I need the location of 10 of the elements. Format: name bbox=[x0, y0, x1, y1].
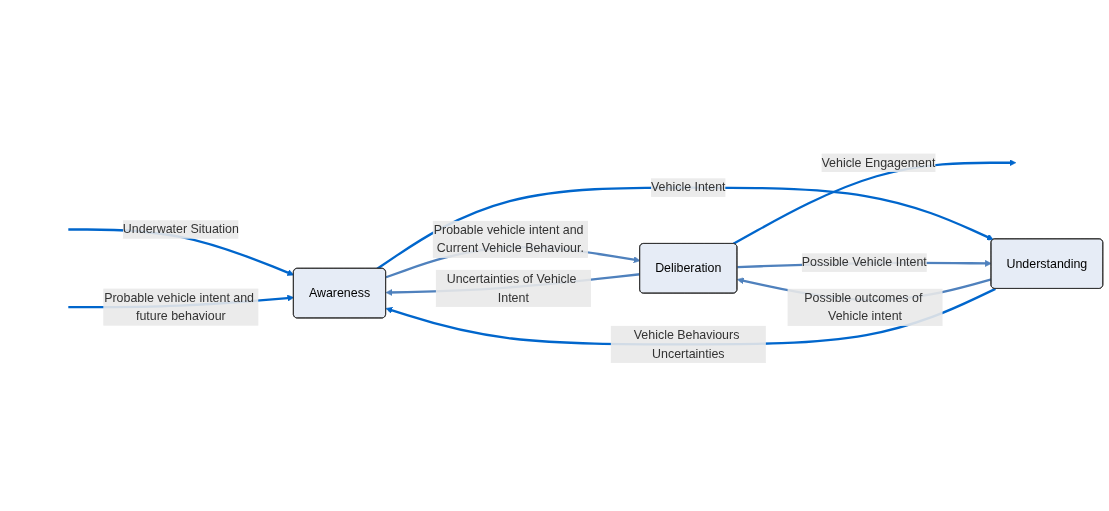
edge-label: Underwater Situation bbox=[122, 222, 239, 237]
edge-label: Uncertainties of Vehicle Intent bbox=[446, 272, 577, 305]
edge-label: Vehicle Engagement bbox=[821, 156, 936, 170]
edge-label: Vehicle Intent bbox=[651, 180, 726, 195]
edge-label: Possible Vehicle Intent bbox=[801, 255, 927, 270]
edge-label: Possible outcomes of Vehicle intent bbox=[804, 291, 923, 324]
edge-label: Probable vehicle intent and future behaviour bbox=[104, 291, 255, 324]
edge-label: Vehicle Behaviours Uncertainties bbox=[633, 328, 740, 361]
arrow bbox=[385, 288, 996, 346]
edge-label: Probable vehicle intent and Current Vehicle Behaviour. bbox=[433, 223, 584, 256]
